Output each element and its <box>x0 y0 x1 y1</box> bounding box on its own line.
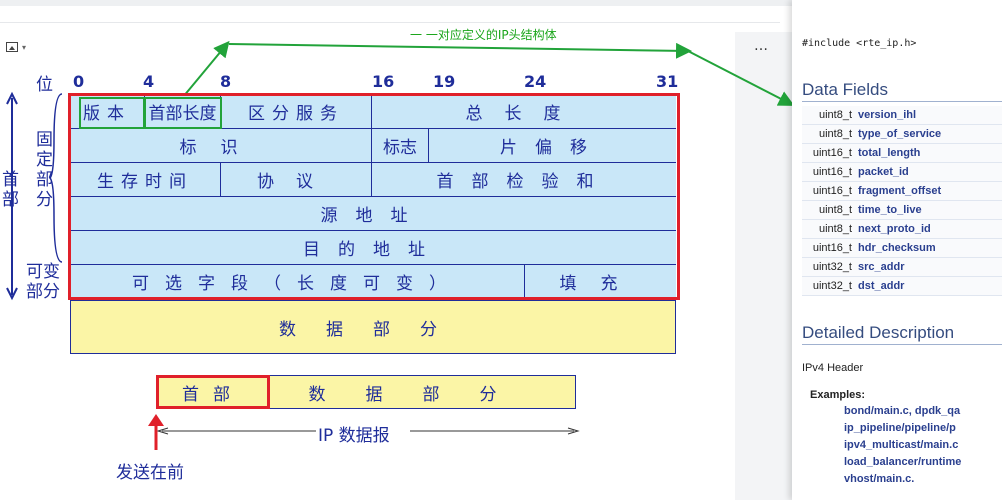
datagram-arrows <box>148 414 580 450</box>
table-row: uint8_t type_of_service <box>802 125 1002 144</box>
field-type: uint16_t <box>812 147 852 159</box>
toolbar-divider <box>0 22 780 23</box>
field-type: uint16_t <box>812 242 852 254</box>
padding-field: 填充 <box>525 265 676 299</box>
field-type: uint32_t <box>812 261 852 273</box>
data-part-row: 数据部分 <box>70 300 676 354</box>
header-row-2: 标识 标志 片偏移 <box>70 129 676 163</box>
fields-table: uint8_t version_ihl uint8_t type_of_servic… <box>802 106 1002 296</box>
table-row: uint32_t src_addr <box>802 258 1002 277</box>
header-row-3: 生存时间 协议 首部检验和 <box>70 163 676 197</box>
protocol-field: 协议 <box>221 163 372 197</box>
example-link[interactable]: ip_pipeline/pipeline/p <box>844 422 956 434</box>
fragment-offset-field: 片偏移 <box>429 129 676 163</box>
field-link[interactable]: version_ihl <box>858 109 917 121</box>
field-link[interactable]: fragment_offset <box>858 185 942 197</box>
datagram-header: 首部 <box>156 375 270 409</box>
table-row: uint16_t hdr_checksum <box>802 239 1002 258</box>
field-type: uint8_t <box>818 109 852 121</box>
field-link[interactable]: type_of_service <box>858 128 942 140</box>
source-address-field: 源地址 <box>70 197 676 231</box>
example-link[interactable]: ipv4_multicast/main.c <box>844 439 959 451</box>
description-text: IPv4 Header <box>802 362 864 374</box>
table-row: uint8_t version_ihl <box>802 106 1002 125</box>
gutter <box>735 32 795 500</box>
example-link[interactable]: vhost/main.c. <box>844 473 915 485</box>
bit-19: 19 <box>433 72 456 91</box>
table-row: uint16_t packet_id <box>802 163 1002 182</box>
datagram-label: IP 数据报 <box>318 426 390 446</box>
detailed-description-title: Detailed Description <box>802 323 955 342</box>
ttl-field: 生存时间 <box>70 163 221 197</box>
header-length-field: 首部长度 <box>145 95 221 129</box>
image-icon <box>6 42 18 52</box>
arrow-right-line <box>228 42 692 59</box>
field-type: uint16_t <box>812 185 852 197</box>
ip-datagram: 首部 数据部分 <box>156 375 576 409</box>
chevron-down-icon: ▾ <box>22 42 27 52</box>
variable-part-label: 可变部分 <box>26 262 60 302</box>
field-type: uint16_t <box>812 166 852 178</box>
field-type: uint8_t <box>818 204 852 216</box>
header-side-label: 首部 <box>2 170 19 210</box>
bit-16: 16 <box>372 72 395 91</box>
field-type: uint8_t <box>818 128 852 140</box>
detailed-description-rule <box>802 344 1002 345</box>
image-options-button[interactable]: ▾ <box>6 36 42 58</box>
header-row-5: 目的地址 <box>70 231 676 265</box>
identification-field: 标识 <box>70 129 372 163</box>
field-link[interactable]: src_addr <box>858 261 905 273</box>
send-first-label: 发送在前 <box>116 463 184 483</box>
bit-0: 0 <box>73 72 85 91</box>
field-link[interactable]: time_to_live <box>858 204 922 216</box>
bit-31: 31 <box>656 72 679 91</box>
total-length-field: 总长度 <box>372 95 676 129</box>
example-link[interactable]: load_balancer/runtime <box>844 456 962 468</box>
bit-4: 4 <box>143 72 155 91</box>
arrow-down-line <box>687 50 795 106</box>
examples-label: Examples: <box>810 389 866 401</box>
arrow-up-line <box>182 40 230 98</box>
example-link[interactable]: bond/main.c, dpdk_qa <box>844 405 961 417</box>
top-bar <box>0 0 1004 6</box>
bit-8: 8 <box>220 72 232 91</box>
fixed-part-label: 固定部分 <box>36 130 53 210</box>
table-row: uint16_t fragment_offset <box>802 182 1002 201</box>
table-row: uint8_t next_proto_id <box>802 220 1002 239</box>
field-type: uint8_t <box>818 223 852 235</box>
side-brackets <box>6 91 63 301</box>
field-type: uint32_t <box>812 280 852 292</box>
header-row-4: 源地址 <box>70 197 676 231</box>
bit-24: 24 <box>524 72 547 91</box>
version-field: 版本 <box>70 95 145 129</box>
diffserv-field: 区分服务 <box>221 95 372 129</box>
more-options-button[interactable]: … <box>754 38 769 54</box>
flags-field: 标志 <box>372 129 429 163</box>
datagram-data: 数据部分 <box>270 375 576 409</box>
header-highlight <box>68 93 680 300</box>
table-row: uint16_t total_length <box>802 144 1002 163</box>
include-line: #include <rte_ip.h> <box>802 38 917 49</box>
field-link[interactable]: next_proto_id <box>858 223 931 235</box>
header-length-highlight <box>144 97 222 129</box>
field-link[interactable]: dst_addr <box>858 280 905 292</box>
callout-text: 一 一对应定义的IP头结构体 <box>410 28 557 42</box>
bit-label: 位 <box>36 75 53 95</box>
checksum-field: 首部检验和 <box>372 163 676 197</box>
table-row: uint8_t time_to_live <box>802 201 1002 220</box>
version-highlight <box>79 97 145 129</box>
table-row: uint32_t dst_addr <box>802 277 1002 296</box>
data-fields-rule <box>802 101 1002 102</box>
field-link[interactable]: packet_id <box>858 166 909 178</box>
destination-address-field: 目的地址 <box>70 231 676 265</box>
header-row-1: 版本 首部长度 区分服务 总长度 <box>70 95 676 129</box>
data-fields-title: Data Fields <box>802 80 888 99</box>
field-link[interactable]: hdr_checksum <box>858 242 936 254</box>
field-link[interactable]: total_length <box>858 147 921 159</box>
